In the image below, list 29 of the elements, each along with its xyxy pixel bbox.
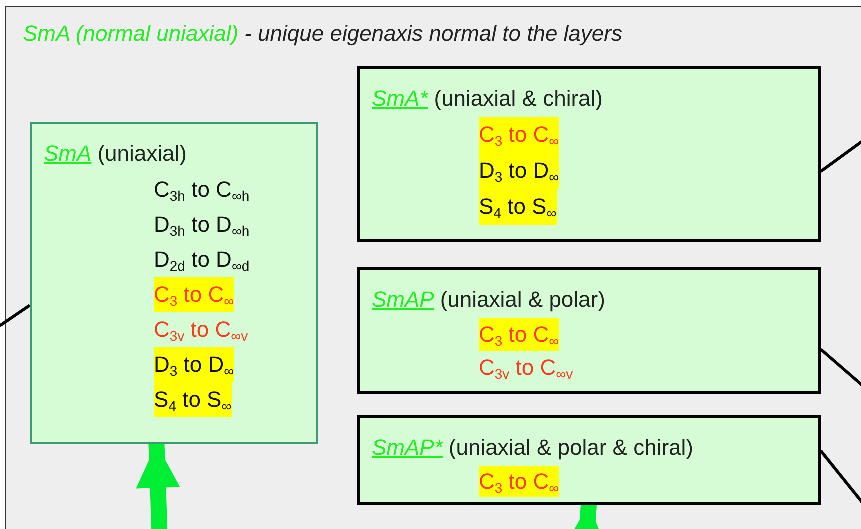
phase-box (30, 122, 318, 444)
symmetry-group-range: C$_{3}$ to C$_{∞}$ (479, 318, 560, 351)
phase-title: SmA (normal uniaxial) (23, 20, 239, 48)
connector-line (0, 304, 31, 328)
phase-description: - unique eigenaxis normal to the layers (244, 20, 622, 48)
symmetry-group-range: C$_{3}$ to C$_{∞}$ (479, 466, 560, 497)
phase-property: (uniaxial) (98, 140, 187, 168)
phase-name: SmAP (372, 286, 434, 314)
phase-box (357, 66, 821, 242)
symmetry-group-range: D$_{2d}$ to D$_{∞d}$ (154, 246, 250, 276)
phase-box (357, 415, 821, 505)
symmetry-group-range: D$_{3}$ to D$_{∞}$ (479, 153, 560, 189)
phase-name: SmA* (372, 85, 428, 113)
phase-property: (uniaxial & polar) (440, 286, 606, 314)
symmetry-group-range: C$_{3v}$ to C$_{∞v}$ (154, 316, 248, 346)
symmetry-group-range: C$_{3}$ to C$_{∞}$ (154, 277, 234, 312)
thick-arrow (136, 444, 180, 529)
symmetry-group-range: S$_{4}$ to S$_{∞}$ (479, 189, 557, 225)
phase-property: (uniaxial & chiral) (434, 85, 603, 113)
symmetry-group-range: S$_{4}$ to S$_{∞}$ (154, 382, 232, 417)
symmetry-group-range: C$_{3h}$ to C$_{∞h}$ (154, 176, 250, 206)
phase-name: SmA (44, 140, 92, 168)
symmetry-group-range: D$_{3h}$ to D$_{∞h}$ (154, 211, 250, 241)
symmetry-group-range: D$_{3}$ to D$_{∞}$ (154, 347, 234, 382)
symmetry-group-range: C$_{3}$ to C$_{∞}$ (479, 117, 560, 153)
symmetry-group-range: C$_{3v}$ to C$_{∞v}$ (479, 354, 574, 384)
phase-property: (uniaxial & polar & chiral) (448, 434, 694, 462)
phase-name: SmAP* (372, 434, 443, 462)
phase-box (357, 267, 821, 394)
